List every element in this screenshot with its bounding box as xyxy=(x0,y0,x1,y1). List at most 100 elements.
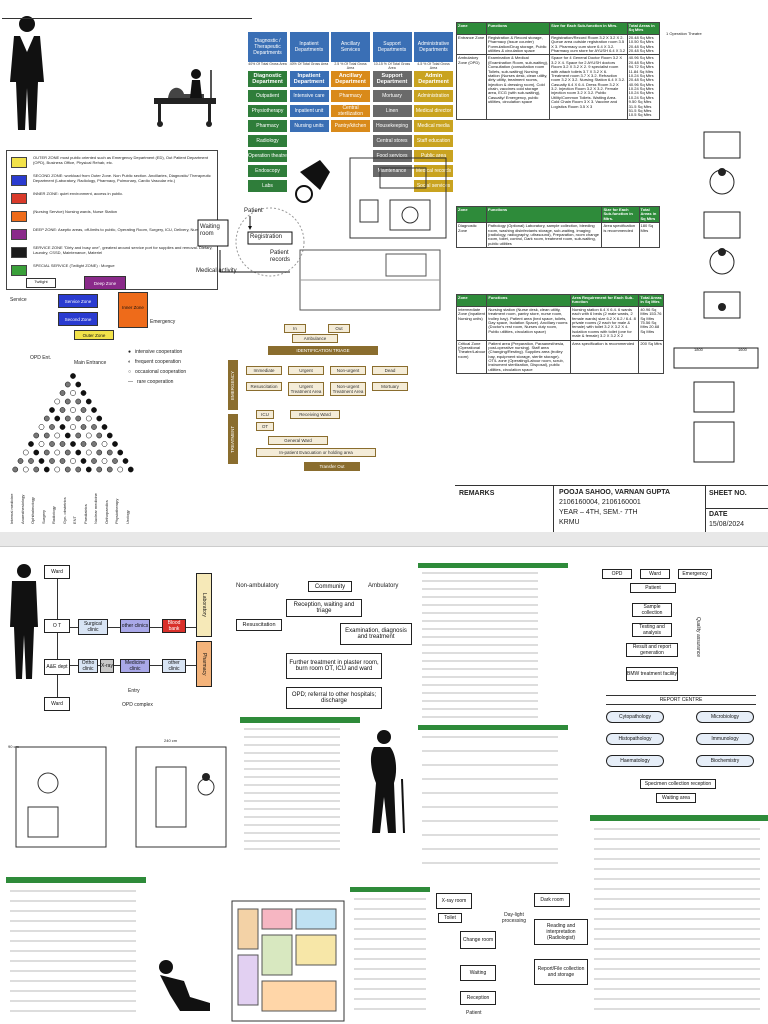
matrix-dot xyxy=(101,441,108,447)
department-item: Linen xyxy=(372,105,412,117)
deep-zone-box: Deep Zone xyxy=(84,276,126,290)
matrix-dot xyxy=(122,458,129,464)
matrix-dot xyxy=(106,466,113,473)
department-title: Admin Department xyxy=(414,71,453,87)
matrix-dot xyxy=(54,449,61,456)
department-title: Support Department xyxy=(372,71,412,87)
zone-legend-text: DEEP ZONE: Aseptic areas, off-limits to … xyxy=(33,227,205,232)
matrix-dot xyxy=(38,424,45,430)
matrix-dot xyxy=(49,407,55,413)
zone-swatch xyxy=(11,247,27,258)
department-columns: Diagnostic / Therapeutic Departments 40% … xyxy=(248,32,458,202)
table-header: Functions xyxy=(486,294,572,307)
zone-legend-text: SECOND ZONE: workload from Outer Zone. N… xyxy=(33,173,211,183)
dark-room-box: Dark room xyxy=(534,893,570,907)
table-cell: Space for 4 General Doctor Room 3.2 X 3.… xyxy=(549,54,628,120)
registration-label: Registration xyxy=(250,234,283,240)
matrix-dot xyxy=(64,432,71,439)
matrix-dot xyxy=(101,424,108,430)
lab-box: Histopathology xyxy=(606,733,664,745)
matrix-dot xyxy=(54,466,61,473)
elderly-person-silhouette-icon xyxy=(370,730,405,834)
department-column: Administrative Departments 4-5 % Of Total… xyxy=(414,32,453,192)
matrix-label: Surgery xyxy=(40,509,46,524)
matrix-dot xyxy=(75,415,82,422)
patient-label: Patient xyxy=(466,1010,482,1016)
department-head-text: Support Departments xyxy=(377,41,407,53)
bed-plans-illustration-icon xyxy=(673,131,759,463)
matrix-dot xyxy=(59,458,66,464)
matrix-dot xyxy=(106,449,113,456)
department-sub: 4-5 % Of Total Gross Area xyxy=(417,62,450,70)
university: KRMU xyxy=(559,519,580,526)
emergency-box: Emergency xyxy=(678,569,712,579)
table-header: Size for Each Sub-function in Mtrs. xyxy=(549,22,628,35)
matrix-dot xyxy=(49,424,55,430)
table-cell: Nursing station 6.4 X 6.4. 6 wards each … xyxy=(570,305,640,341)
department-head-text: Administrative Departments xyxy=(417,41,450,53)
matrix-dot xyxy=(117,466,124,473)
cooperation-matrix xyxy=(12,373,134,473)
matrix-dot xyxy=(91,458,97,464)
zone-legend-text: SPECIAL SERVICE (Twilight ZONE) : Morgue xyxy=(33,263,115,268)
matrix-dot xyxy=(91,424,97,430)
examination-box: Examination, diagnosis and treatment xyxy=(340,623,412,645)
matrix-dot xyxy=(91,441,97,447)
matrix-dot xyxy=(75,466,82,473)
table-header: Total Areas in Sq Mtrs xyxy=(638,294,664,307)
other-clinic-box: other clinic xyxy=(162,659,186,673)
department-item: Outpatient xyxy=(248,90,287,102)
opd-complex-label: OPD complex xyxy=(122,702,153,708)
triage-ambulance: Ambulance xyxy=(292,334,338,343)
department-item: Medical media xyxy=(414,120,453,132)
lab-box: Microbiology xyxy=(696,711,754,723)
matrix-dot xyxy=(43,432,50,439)
ambulatory-label: Ambulatory xyxy=(368,583,399,589)
matrix-label: Urology xyxy=(124,510,130,524)
patient-box: Patient xyxy=(630,583,676,593)
remarks-label: REMARKS xyxy=(459,490,495,497)
cooperation-label: frequent cooperation xyxy=(135,359,181,365)
twilight-box: Twilight xyxy=(26,278,56,288)
table-cell: 180 Sq Mtrs xyxy=(638,222,660,249)
zone-swatch xyxy=(11,229,27,240)
zone-legend-text: OUTER ZONE most public oriented such as … xyxy=(33,155,208,165)
medical-activity-label: Medical activity xyxy=(196,268,237,274)
matrix-dot xyxy=(38,458,45,464)
department-item: Public area xyxy=(414,150,453,162)
matrix-label: Orthopaedics xyxy=(103,500,109,524)
matrix-dot xyxy=(17,458,24,464)
department-head: Ancillary Services xyxy=(331,32,370,62)
matrix-dot xyxy=(70,424,76,430)
triage-receiving-ward: Receiving Ward xyxy=(290,410,340,419)
department-column: Diagnostic / Therapeutic Departments 40% … xyxy=(248,32,287,192)
matrix-dot xyxy=(38,441,45,447)
department-item: Mortuary xyxy=(372,90,412,102)
service-label: Service xyxy=(10,297,27,303)
title-rule xyxy=(2,18,252,19)
matrix-dot xyxy=(54,432,61,439)
surgical-clinic-box: Surgical clinic xyxy=(78,619,108,635)
department-item: Inpatient unit xyxy=(289,105,329,117)
service-zone-box: Service Zone xyxy=(58,294,98,308)
requirements-list-3 xyxy=(418,725,568,864)
lab-box: Immunology xyxy=(696,733,754,745)
patient-label: Patient xyxy=(244,208,263,214)
matrix-dot xyxy=(75,432,82,439)
department-sub: 40% Of Total Gross Area xyxy=(248,62,287,66)
zone-legend-text: SERVICE ZONE "Dirty and busy one", great… xyxy=(33,245,213,255)
triage-chart: In Out Ambulance IDENTIFICATION TRIAGE E… xyxy=(228,320,410,478)
matrix-dot xyxy=(33,432,40,439)
matrix-label: Ophthalmology xyxy=(30,497,35,524)
department-title: Ancillary Department xyxy=(331,71,370,87)
outer-zone-box: Outer Zone xyxy=(74,330,114,340)
emergency-label: Emergency xyxy=(150,319,176,325)
matrix-dot xyxy=(33,466,40,473)
department-title: Diagnostic Department xyxy=(248,71,287,87)
waiting-room-label: Waiting room xyxy=(200,224,220,237)
department-head-text: Diagnostic / Therapeutic Departments xyxy=(253,38,282,56)
table-header: Zone xyxy=(455,294,488,307)
consulting-room-plan xyxy=(295,157,447,311)
matrix-dot xyxy=(59,407,66,413)
